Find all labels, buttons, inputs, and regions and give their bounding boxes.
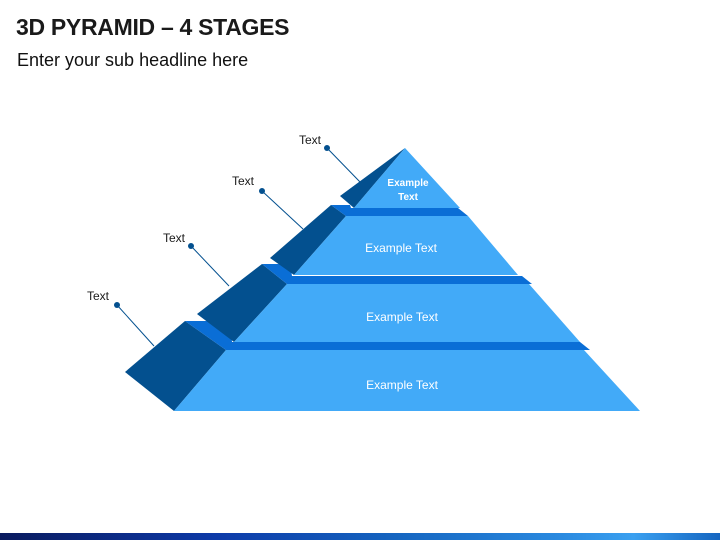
connector-line: [190, 245, 230, 287]
page-title: 3D PYRAMID – 4 STAGES: [16, 14, 290, 40]
callout-stage-3[interactable]: Text: [163, 231, 230, 287]
callout-label: Text: [232, 174, 255, 188]
stage-2-front: [294, 216, 518, 275]
stage-1-face-text-line2: Text: [398, 192, 418, 203]
pyramid-stage-1[interactable]: Example Text: [340, 148, 460, 208]
pyramid-stage-2[interactable]: Example Text: [270, 205, 518, 275]
stage-4-face-text: Example Text: [366, 378, 438, 392]
callout-stage-2[interactable]: Text: [232, 174, 304, 230]
stage-2-face-text: Example Text: [365, 241, 437, 255]
pyramid-stage-4[interactable]: Example Text: [125, 321, 640, 411]
stage-1-front: [354, 148, 460, 208]
footer-accent-bar: [0, 533, 720, 540]
connector-line: [116, 304, 155, 347]
stage-4-front: [174, 350, 640, 411]
stage-3-ledge: [262, 264, 532, 284]
stage-2-side: [270, 205, 346, 275]
pyramid-stage-3[interactable]: Example Text: [197, 264, 580, 342]
stage-3-face-text: Example Text: [366, 310, 438, 324]
callout-stage-1[interactable]: Text: [299, 133, 362, 184]
page-subtitle: Enter your sub headline here: [17, 50, 249, 70]
stage-4-side: [125, 321, 226, 411]
connector-dot: [114, 302, 120, 308]
callout-label: Text: [87, 289, 110, 303]
stage-3-side: [197, 264, 287, 342]
connector-line: [326, 147, 362, 184]
stage-1-side: [340, 148, 405, 208]
connector-dot: [324, 145, 330, 151]
stage-2-ledge: [331, 205, 468, 216]
connector-dot: [188, 243, 194, 249]
connector-line: [261, 190, 304, 230]
callout-stage-4[interactable]: Text: [87, 289, 155, 347]
stage-1-face-text-line1: Example: [387, 178, 429, 189]
connector-dot: [259, 188, 265, 194]
callout-label: Text: [299, 133, 322, 147]
stage-4-ledge: [185, 321, 590, 350]
stage-3-front: [234, 284, 580, 342]
callout-label: Text: [163, 231, 186, 245]
